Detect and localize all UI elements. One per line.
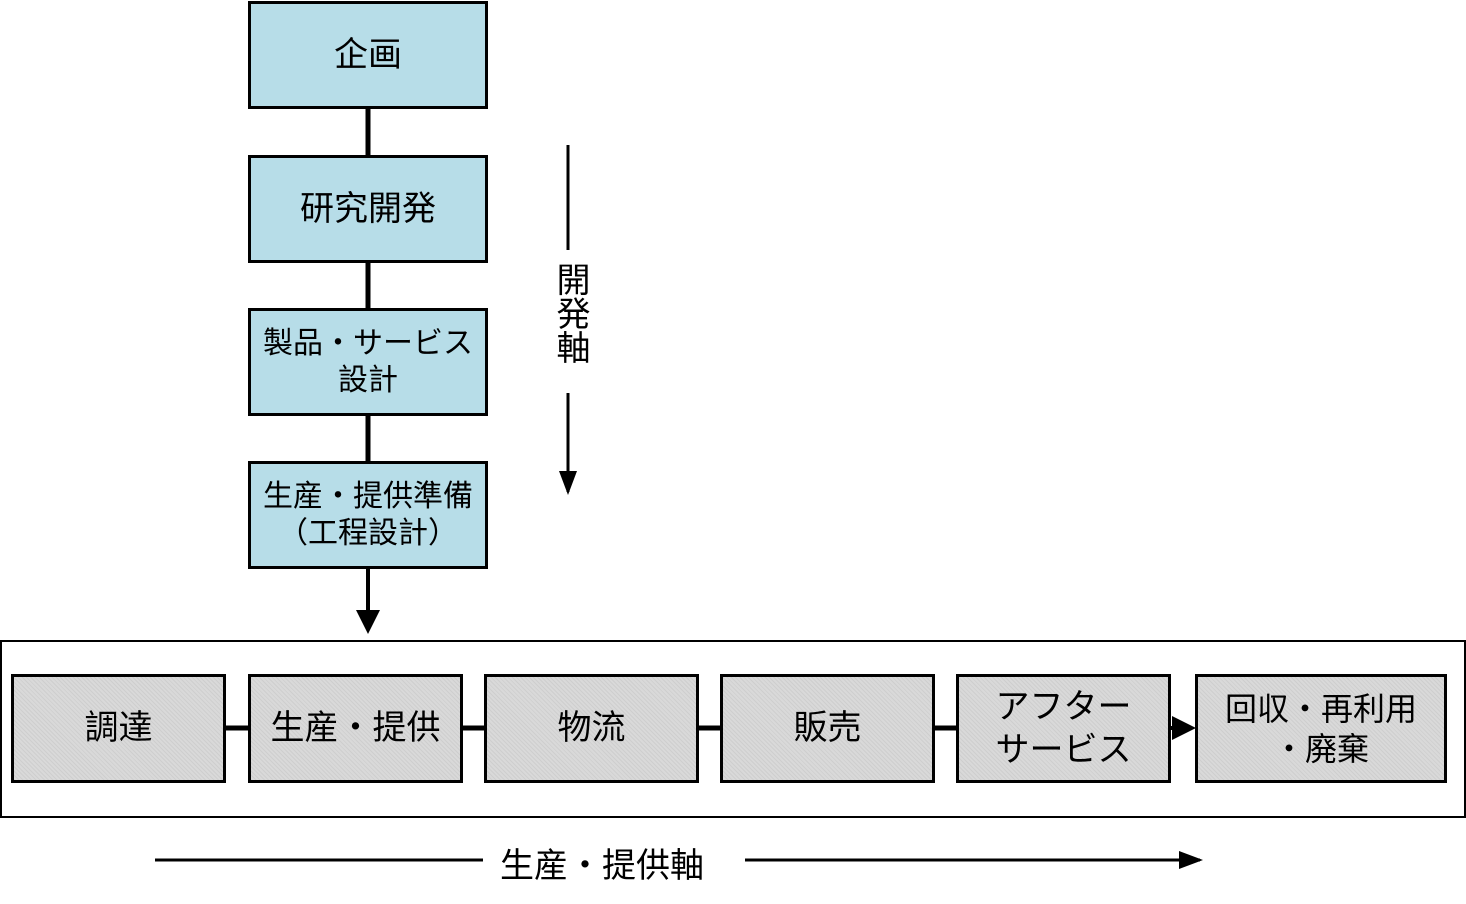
- prod-step-recycle: 回収・再利用 ・廃棄: [1195, 674, 1447, 783]
- dev-axis-label: 開発軸: [550, 262, 590, 364]
- prod-step-sales: 販売: [720, 674, 935, 783]
- dev-step-design-label-line1: 製品・サービス: [263, 325, 473, 361]
- prod-step-recycle-label-line1: 回収・再利用: [1224, 689, 1417, 728]
- prod-step-sales-label: 販売: [793, 708, 862, 749]
- prod-step-logistics: 物流: [484, 674, 699, 783]
- prod-axis-label: 生産・提供軸: [500, 846, 704, 886]
- dev-step-prep-label-line1: 生産・提供準備: [263, 478, 473, 514]
- prod-step-aftersales-label-line1: アフター: [995, 687, 1132, 727]
- prod-step-procurement: 調達: [11, 674, 226, 783]
- prod-step-logistics-label: 物流: [557, 708, 626, 749]
- prod-step-aftersales: アフター サービス: [956, 674, 1171, 783]
- dev-step-prep: 生産・提供準備 （工程設計）: [248, 461, 488, 569]
- dev-step-design: 製品・サービス 設計: [248, 308, 488, 416]
- dev-step-plan-label: 企画: [334, 34, 402, 75]
- dev-step-plan: 企画: [248, 1, 488, 109]
- dev-step-prep-label-line2: （工程設計）: [278, 516, 458, 551]
- prod-step-recycle-label-line2: ・廃棄: [1272, 729, 1369, 768]
- prod-step-production-label: 生産・提供: [270, 708, 441, 749]
- production-frame: [0, 640, 1466, 818]
- prod-step-production: 生産・提供: [248, 674, 463, 783]
- dev-step-design-label-line2: 設計: [338, 363, 398, 398]
- prod-step-procurement-label: 調達: [84, 708, 153, 749]
- dev-step-rnd-label: 研究開発: [300, 188, 436, 229]
- prod-step-aftersales-label-line2: サービス: [995, 729, 1132, 770]
- dev-step-rnd: 研究開発: [248, 155, 488, 263]
